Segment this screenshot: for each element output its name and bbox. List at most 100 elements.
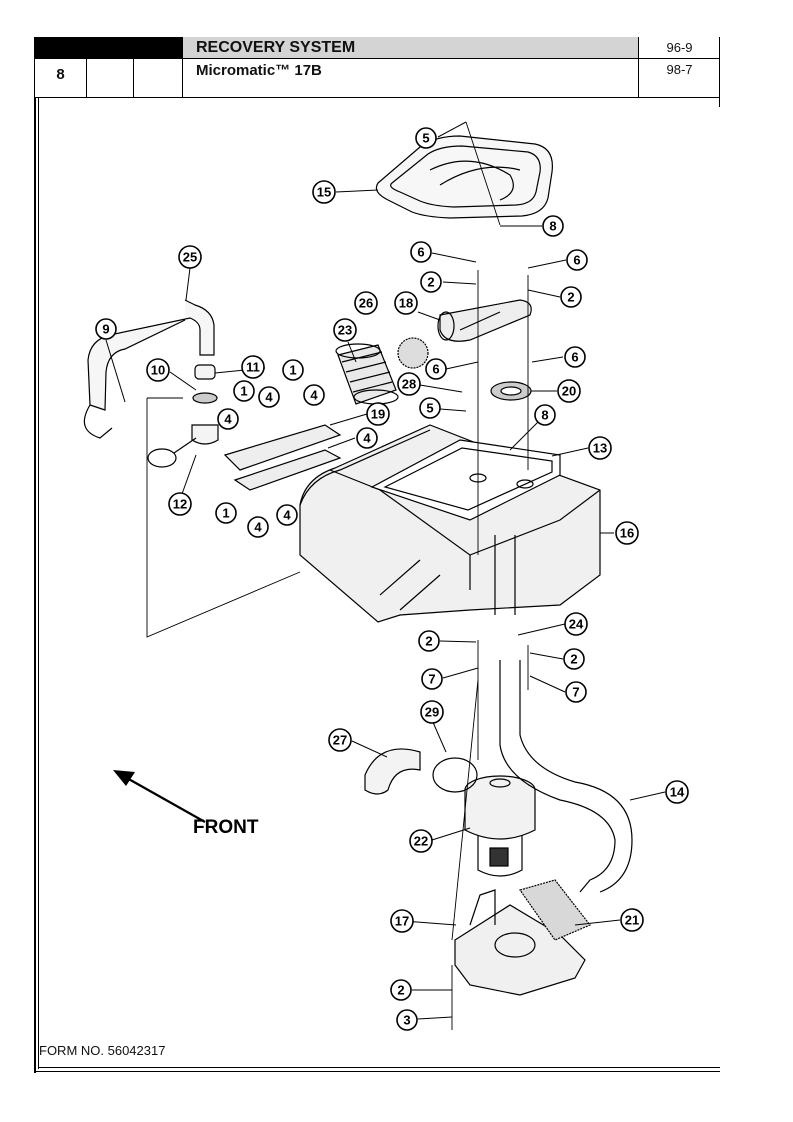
callout-number: 29 xyxy=(425,705,439,720)
callout-6: 6 xyxy=(425,358,447,380)
callout-number: 9 xyxy=(102,322,109,337)
callout-number: 1 xyxy=(240,384,247,399)
callout-2: 2 xyxy=(560,286,582,308)
callout-number: 24 xyxy=(569,617,584,632)
callout-14: 14 xyxy=(665,780,689,804)
callout-8: 8 xyxy=(542,215,564,237)
callout-number: 22 xyxy=(414,834,428,849)
callout-number: 4 xyxy=(265,390,273,405)
callout-number: 4 xyxy=(283,508,291,523)
frame-bottom-inner xyxy=(38,1067,720,1068)
frame-bottom xyxy=(34,1071,720,1072)
header-black-cell xyxy=(35,37,182,58)
callout-5: 5 xyxy=(415,127,437,149)
callout-number: 7 xyxy=(428,672,435,687)
callout-22: 22 xyxy=(409,829,433,853)
callout-13: 13 xyxy=(588,436,612,460)
callout-number: 20 xyxy=(562,384,576,399)
callout-2: 2 xyxy=(418,630,440,652)
callout-number: 8 xyxy=(549,219,556,234)
motor-base xyxy=(454,889,586,996)
callout-12: 12 xyxy=(168,492,192,516)
callout-9: 9 xyxy=(95,318,117,340)
callout-6: 6 xyxy=(566,249,588,271)
callout-4: 4 xyxy=(356,427,378,449)
callout-number: 12 xyxy=(173,497,187,512)
callout-2: 2 xyxy=(390,979,412,1001)
callout-1: 1 xyxy=(282,359,304,381)
callout-number: 6 xyxy=(571,350,578,365)
callout-2: 2 xyxy=(563,648,585,670)
callout-number: 21 xyxy=(625,913,639,928)
callout-number: 23 xyxy=(338,323,352,338)
revision-1: 96-9 xyxy=(638,37,720,58)
hose-clamp xyxy=(192,392,218,404)
callout-8: 8 xyxy=(534,404,556,426)
callout-27: 27 xyxy=(328,728,352,752)
callout-number: 1 xyxy=(289,363,296,378)
callout-number: 11 xyxy=(246,360,260,375)
callout-6: 6 xyxy=(564,346,586,368)
header-blank-cell xyxy=(87,58,134,97)
callout-number: 6 xyxy=(432,362,439,377)
callout-1: 1 xyxy=(233,380,255,402)
callout-number: 17 xyxy=(395,914,409,929)
callout-number: 5 xyxy=(422,131,429,146)
callout-20: 20 xyxy=(557,379,581,403)
drain-plug xyxy=(191,424,219,445)
callout-16: 16 xyxy=(615,521,639,545)
front-arrow xyxy=(117,772,206,823)
callout-number: 10 xyxy=(151,363,165,378)
callout-number: 4 xyxy=(310,388,318,403)
callout-number: 25 xyxy=(183,250,197,265)
elbow xyxy=(364,748,421,795)
callout-number: 2 xyxy=(570,652,577,667)
form-number: FORM NO. 56042317 xyxy=(39,1043,166,1058)
callout-number: 3 xyxy=(403,1013,410,1028)
callout-25: 25 xyxy=(178,245,202,269)
callout-number: 2 xyxy=(427,275,434,290)
callout-4: 4 xyxy=(217,408,239,430)
callout-5: 5 xyxy=(419,397,441,419)
callout-number: 19 xyxy=(371,407,385,422)
callout-number: 2 xyxy=(425,634,432,649)
callout-11: 11 xyxy=(241,355,265,379)
callout-7: 7 xyxy=(421,668,443,690)
callout-number: 4 xyxy=(254,520,262,535)
header-right-edge xyxy=(719,37,720,97)
section-title: RECOVERY SYSTEM xyxy=(182,37,638,58)
callout-number: 15 xyxy=(317,185,331,200)
callout-15: 15 xyxy=(312,180,336,204)
callout-7: 7 xyxy=(565,681,587,703)
callout-19: 19 xyxy=(366,402,390,426)
frame-right xyxy=(719,97,720,107)
callout-number: 6 xyxy=(417,245,424,260)
callout-1: 1 xyxy=(215,502,237,524)
callout-number: 13 xyxy=(593,441,607,456)
callout-6: 6 xyxy=(410,241,432,263)
callout-26: 26 xyxy=(354,291,378,315)
recovery-tank xyxy=(299,424,601,623)
callout-18: 18 xyxy=(394,291,418,315)
model-title: Micromatic™ 17B xyxy=(182,58,638,97)
header-table: 8 RECOVERY SYSTEM Micromatic™ 17B 96-9 9… xyxy=(34,37,720,97)
callout-number: 6 xyxy=(573,253,580,268)
callout-4: 4 xyxy=(247,516,269,538)
revision-2: 98-7 xyxy=(638,58,720,97)
float-shutoff-assembly xyxy=(437,299,532,342)
callout-number: 2 xyxy=(567,290,574,305)
vacuum-motor xyxy=(464,775,536,877)
filter-screen xyxy=(335,343,399,405)
callout-number: 2 xyxy=(397,983,404,998)
callout-2: 2 xyxy=(420,271,442,293)
motor-gasket xyxy=(519,879,591,941)
callout-number: 26 xyxy=(359,296,373,311)
mounting-plate xyxy=(223,424,342,471)
callout-number: 16 xyxy=(620,526,634,541)
page-number: 8 xyxy=(35,58,87,97)
callout-4: 4 xyxy=(276,504,298,526)
callout-4: 4 xyxy=(303,384,325,406)
callout-3: 3 xyxy=(396,1009,418,1031)
hose-cuff xyxy=(194,364,216,380)
